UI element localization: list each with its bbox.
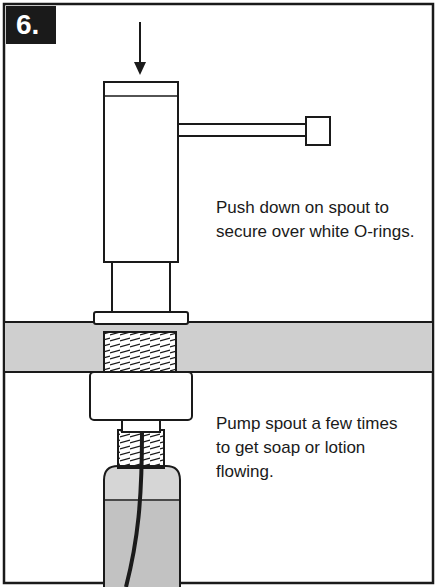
shank-thread	[104, 332, 176, 372]
small-nut	[122, 420, 160, 432]
countertop	[4, 322, 433, 372]
spout-tip	[306, 117, 330, 145]
pump-body	[104, 82, 178, 262]
cap-line	[104, 95, 178, 97]
instruction-note: Pump spout a few times to get soap or lo…	[216, 412, 416, 484]
mounting-nut	[90, 372, 192, 420]
press-arrow	[139, 22, 141, 68]
spout-arm	[178, 124, 308, 136]
shank	[104, 332, 176, 372]
frame	[4, 4, 433, 583]
step-badge: 6.	[6, 6, 56, 44]
step-number: 6.	[16, 10, 56, 40]
neck	[112, 262, 170, 312]
flange	[94, 312, 188, 324]
soap	[105, 501, 179, 587]
suction-tube	[126, 432, 142, 587]
instruction-note: Push down on spout to secure over white …	[216, 196, 416, 244]
arrow-head	[134, 62, 146, 75]
